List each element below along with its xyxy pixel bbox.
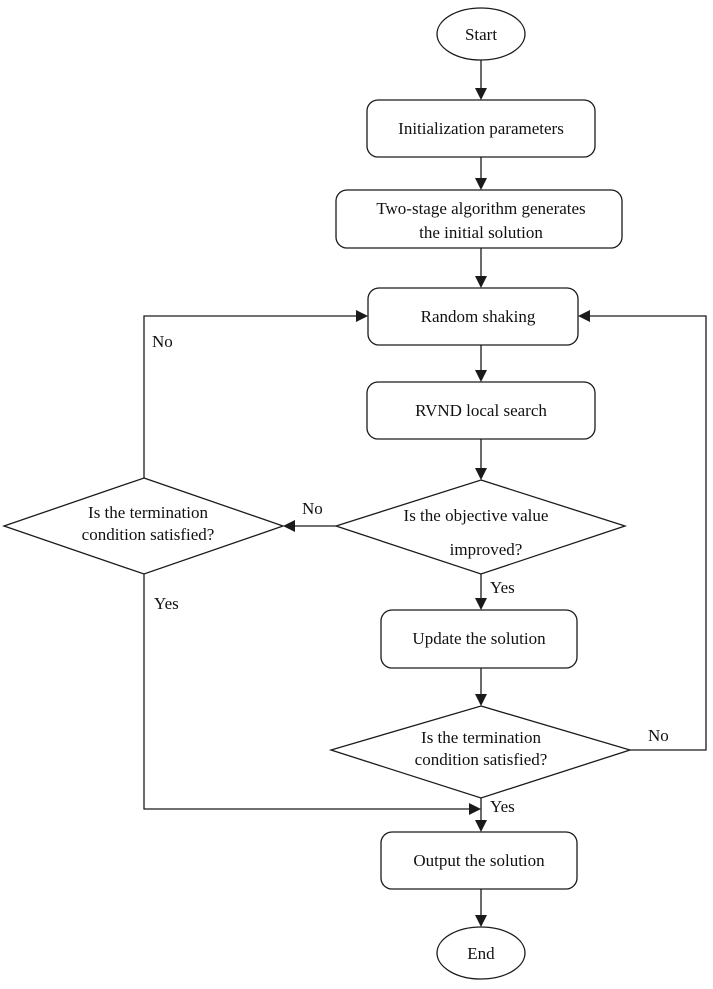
term-right-label-line2: condition satisfied? (415, 750, 548, 769)
arrowhead (475, 598, 487, 610)
arrowhead (475, 820, 487, 832)
two-stage-box (335, 189, 623, 249)
term-left-yes-label: Yes (154, 594, 179, 613)
arrowhead (356, 310, 368, 322)
arrowhead (475, 468, 487, 480)
edge-termleft-yes (143, 574, 469, 810)
init-box (366, 99, 596, 158)
term-right-no-label: No (648, 726, 669, 745)
arrowhead (578, 310, 590, 322)
output-label: Output the solution (413, 851, 545, 870)
edge-termleft-no (143, 315, 356, 478)
arrowhead (475, 694, 487, 706)
term-right-label-line1: Is the termination (421, 728, 541, 747)
term-left-no-label: No (152, 332, 173, 351)
objective-label-line1: Is the objective value (404, 506, 549, 525)
arrowhead (475, 276, 487, 288)
arrowhead (469, 803, 481, 815)
objective-decision (333, 479, 628, 575)
shaking-box (367, 287, 579, 346)
term-left-label-line2: condition satisfied? (82, 525, 215, 544)
end-terminal (436, 926, 526, 980)
output-box (380, 831, 578, 890)
edge-termright-no (590, 315, 707, 751)
objective-yes-label: Yes (490, 578, 515, 597)
end-label: End (467, 944, 495, 963)
term-left-label-line1: Is the termination (88, 503, 208, 522)
update-label: Update the solution (412, 629, 546, 648)
objective-no-label: No (302, 499, 323, 518)
arrowhead (475, 88, 487, 100)
arrowhead (283, 520, 295, 532)
init-label: Initialization parameters (398, 119, 564, 138)
term-right-yes-label: Yes (490, 797, 515, 816)
objective-label-line2: improved? (450, 540, 523, 559)
term-right-decision (328, 705, 633, 799)
start-label: Start (465, 25, 497, 44)
two-stage-label-line2: the initial solution (419, 223, 543, 242)
arrowhead (475, 370, 487, 382)
arrowhead (475, 915, 487, 927)
update-box (380, 609, 578, 669)
start-terminal (436, 7, 526, 61)
arrowhead (475, 178, 487, 190)
connectors (143, 60, 707, 927)
two-stage-label-line1: Two-stage algorithm generates (376, 199, 585, 218)
shaking-label: Random shaking (421, 307, 536, 326)
rvnd-label: RVND local search (415, 401, 547, 420)
term-left-decision (1, 477, 285, 575)
rvnd-box (366, 381, 596, 440)
